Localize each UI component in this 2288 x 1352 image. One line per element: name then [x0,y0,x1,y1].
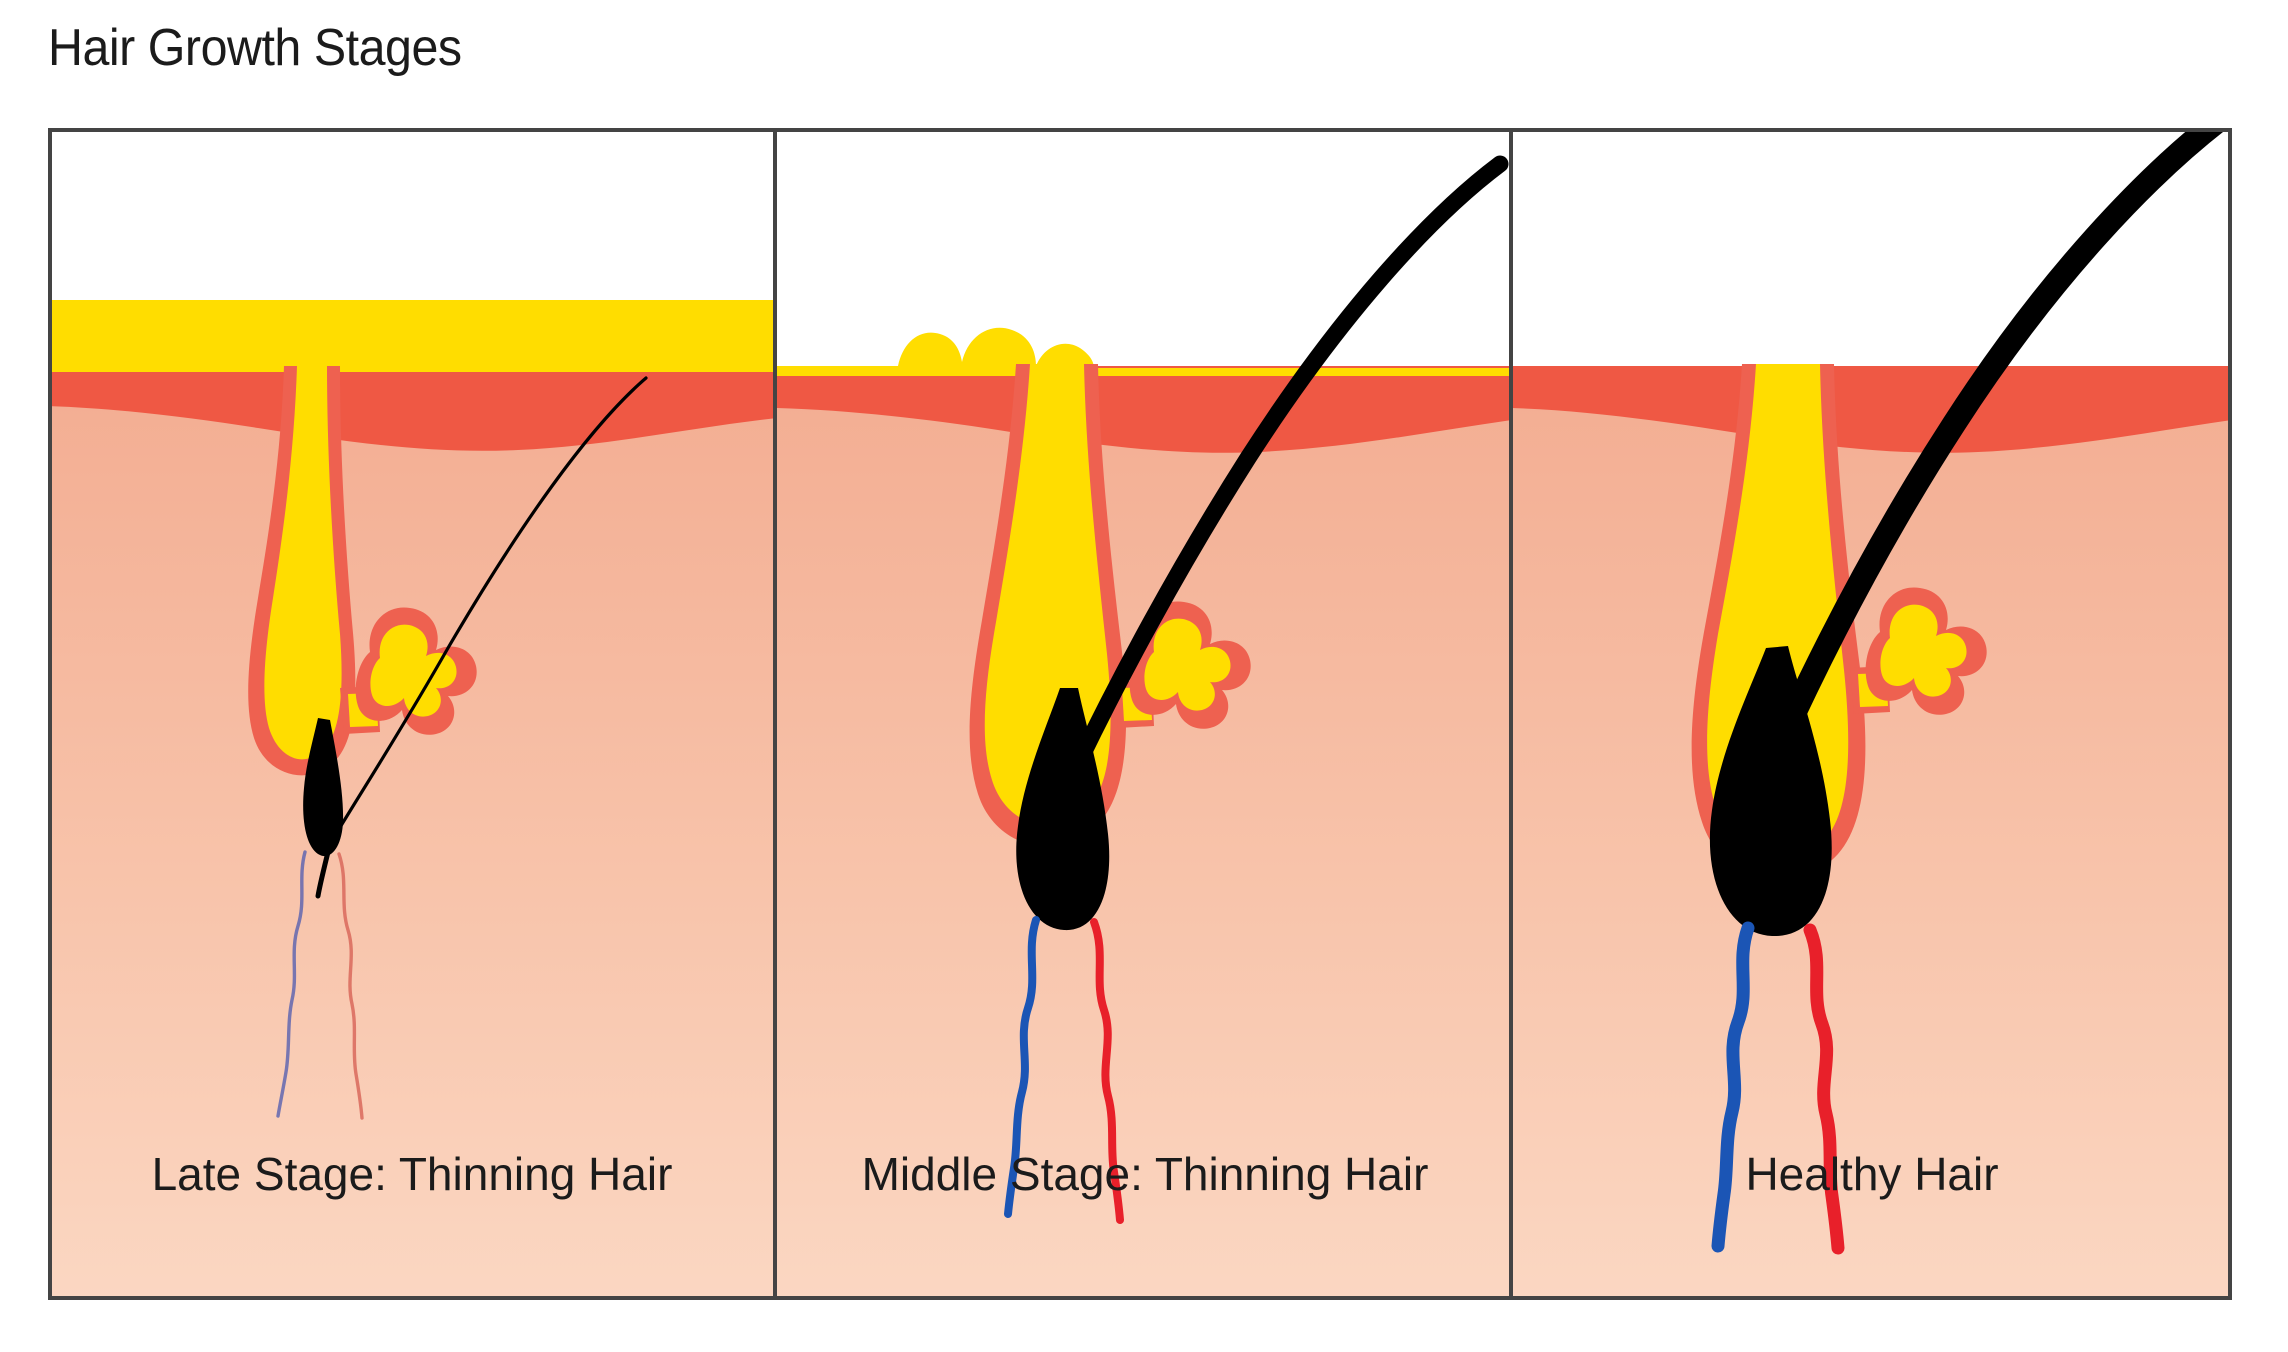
figure-frame: Late Stage: Thinning Hair Middle Stage: … [48,128,2232,1300]
sebum-mound-middle [777,327,1510,376]
hair-bulb-healthy [1709,646,1832,937]
dermis-layer-middle [777,366,1510,453]
panel-caption-late: Late Stage: Thinning Hair [152,1148,673,1200]
vein-middle [1004,916,1040,1218]
hair-shaft-late [328,376,648,846]
panel-caption-middle: Middle Stage: Thinning Hair [862,1148,1429,1200]
follicle-canal-late [264,366,342,760]
panel-late-stage: Late Stage: Thinning Hair [50,130,775,1298]
artery-healthy [1803,923,1845,1255]
hair-growth-stages-diagram: Late Stage: Thinning Hair Middle Stage: … [48,128,2232,1300]
artery-middle [1090,918,1124,1224]
panel-healthy: Healthy Hair [1512,130,2230,1298]
vein-late [276,850,307,1118]
panel-caption-healthy: Healthy Hair [1745,1148,1998,1200]
sebaceous-gland-healthy [1850,587,1987,715]
figure-border [48,128,2232,1300]
page-title: Hair Growth Stages [48,19,462,77]
sebum-layer-late [50,300,775,372]
hair-shaft-middle [1065,155,1509,781]
subcutaneous-layer-late [50,398,775,1298]
subcutaneous-layer-middle [777,398,1510,1298]
panel-middle-stage: Middle Stage: Thinning Hair [777,130,1510,1298]
subcutaneous-layer-healthy [1512,398,2230,1298]
artery-late [337,852,364,1120]
sebaceous-gland-middle [1114,601,1251,729]
hair-bulb-middle [1016,688,1110,931]
hair-shaft-healthy [1766,130,2226,760]
sebaceous-gland-late [340,607,477,735]
hair-bulb-late [303,718,344,857]
vein-healthy [1711,921,1755,1253]
dermis-layer-healthy [1512,366,2230,453]
